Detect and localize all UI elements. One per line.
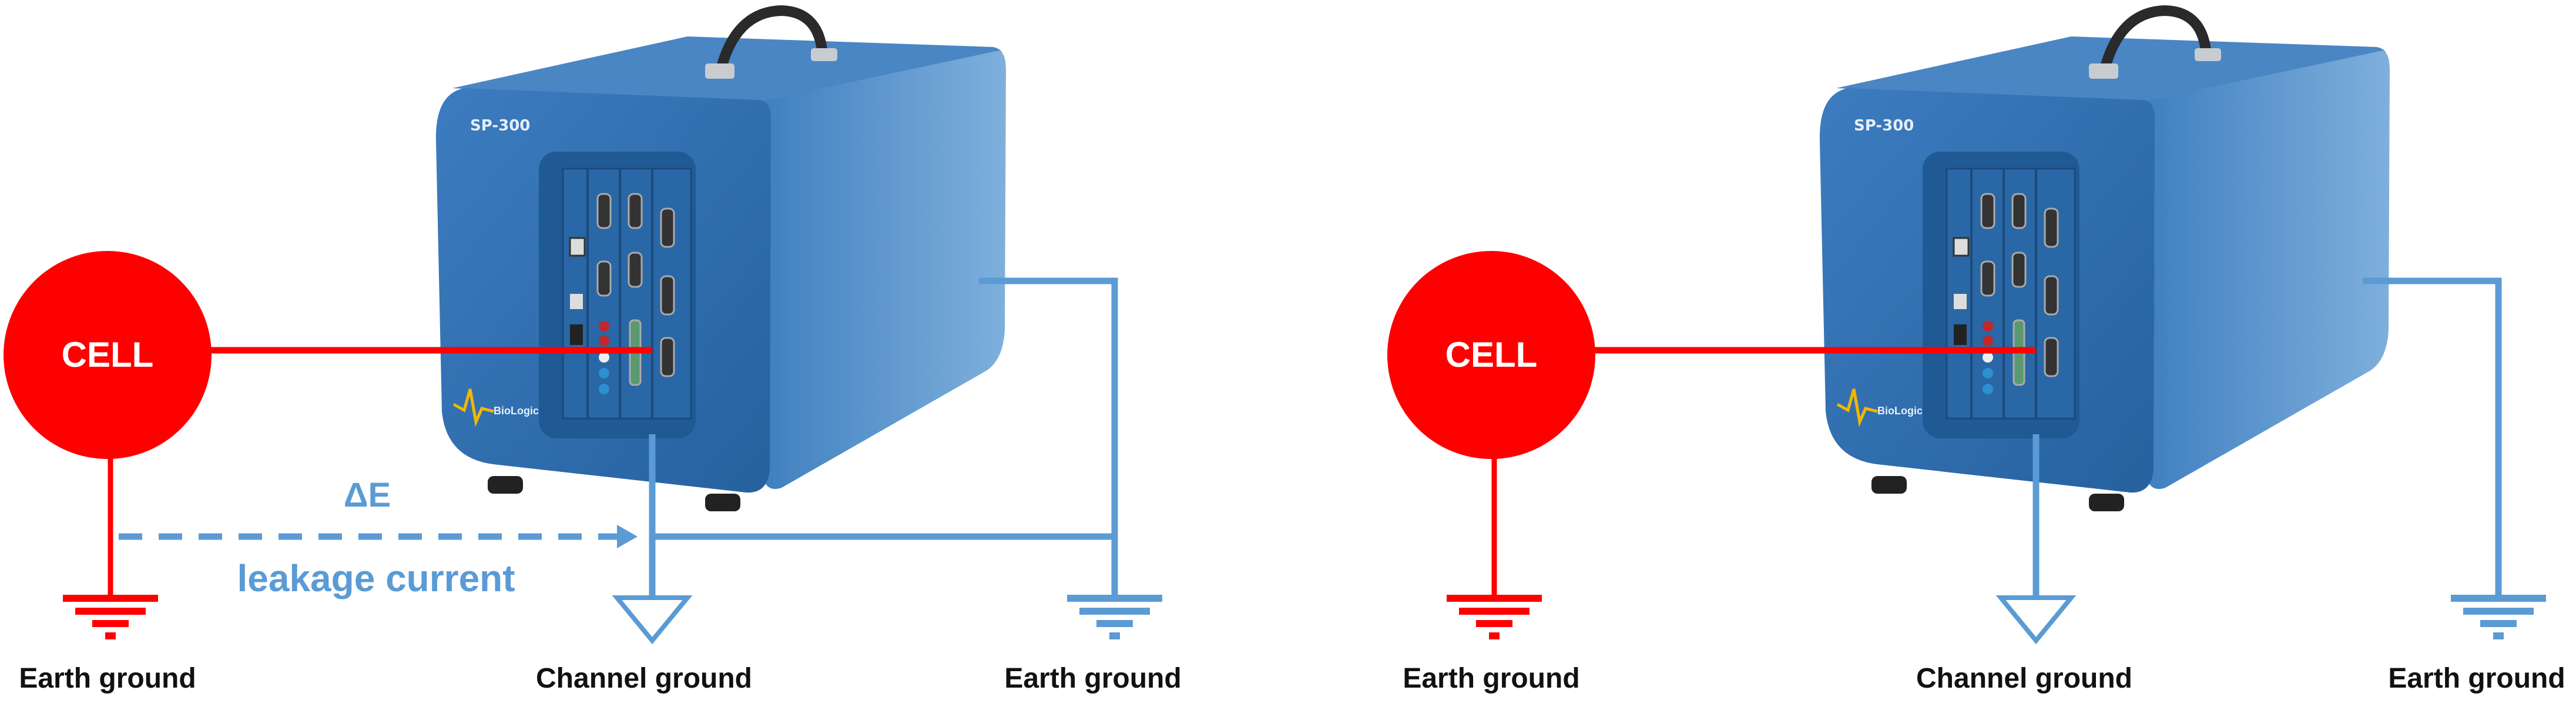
earth-ground-label: Earth ground [2388,663,2565,694]
earth-ground-symbol-left [63,595,158,639]
leakage-arrow-head [617,525,638,548]
device-model-label: SP-300 [1854,117,1914,135]
channel-ground-symbol [612,595,693,645]
delta-e-label: ΔE [344,476,391,514]
channel-ground-symbol [1995,595,2077,645]
brand-logo: BioLogic [1877,405,1923,417]
brand-logo: BioLogic [494,405,539,417]
device-model-label: SP-300 [470,117,530,135]
right-diagram: SP-300 BioLogic CELL Earth ground Channe… [1387,11,2565,694]
cell-label: CELL [62,335,154,374]
channel-ground-label: Channel ground [536,663,752,694]
leakage-current-label: leakage current [237,557,515,599]
earth-ground-label: Earth ground [19,663,196,694]
earth-ground-symbol-left [1447,595,1542,639]
left-diagram: SP-300 BioLogic CELL ΔE leakage current … [4,11,1182,694]
earth-ground-label: Earth ground [1004,663,1181,694]
earth-ground-symbol-right [1067,595,1162,639]
potentiostat-device-image [1820,11,2390,511]
channel-ground-label: Channel ground [1916,663,2132,694]
cell-circle [4,251,212,459]
potentiostat-device-image [436,11,1006,511]
earth-ground-label: Earth ground [1403,663,1579,694]
chassis-earth-wire [2363,277,2502,598]
cell-label: CELL [1445,335,1538,374]
chassis-earth-wire [979,277,1118,598]
cell-circle [1387,251,1595,459]
earth-ground-symbol-right [2451,595,2546,639]
